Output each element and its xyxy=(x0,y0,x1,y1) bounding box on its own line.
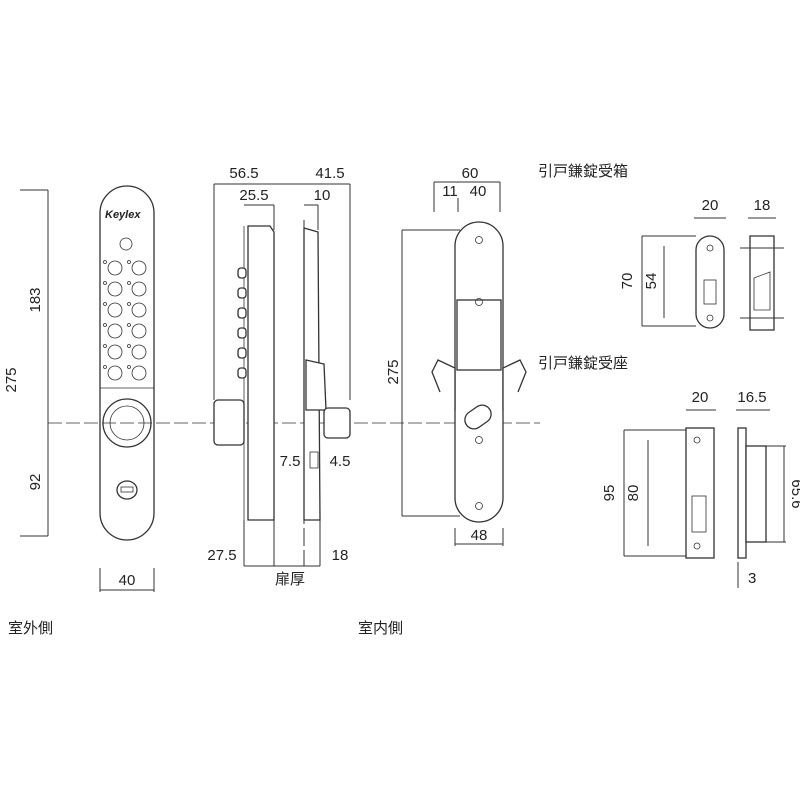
side-bottom-right-label: 18 xyxy=(332,547,349,564)
back-screws xyxy=(475,236,483,510)
back-top-a-label: 11 xyxy=(442,183,458,200)
door-thickness-label: 扉厚 xyxy=(275,570,305,588)
keypad xyxy=(103,260,147,381)
box-inner-label: 54 xyxy=(643,273,660,290)
side-right-inner-label: 10 xyxy=(314,187,331,204)
plate-front xyxy=(685,427,715,559)
back-thumbturn xyxy=(464,404,492,430)
back-view: 60 11 40 275 48 室内側 xyxy=(358,165,527,637)
plate-height-label: 95 xyxy=(601,485,618,502)
front-height-label: 275 xyxy=(3,367,20,392)
screw xyxy=(475,236,483,244)
side-key-bump xyxy=(237,347,247,359)
keypad-button xyxy=(107,260,123,276)
box-front xyxy=(695,235,725,329)
keypad-button xyxy=(131,281,147,297)
keypad-button xyxy=(131,260,147,276)
side-keypad-profile xyxy=(237,267,247,379)
plate-inner-label: 80 xyxy=(625,485,642,502)
outside-label: 室外側 xyxy=(8,619,53,637)
side-key-bump xyxy=(237,307,247,319)
side-key-bump xyxy=(237,267,247,279)
screw xyxy=(475,502,483,510)
front-width-label: 40 xyxy=(119,572,136,589)
side-left-inner-label: 25.5 xyxy=(239,187,268,204)
box-side xyxy=(749,235,775,331)
box-depth-label: 18 xyxy=(754,197,771,214)
key-cylinder-icon xyxy=(116,480,138,500)
back-plate xyxy=(454,221,504,523)
side-view: 56.5 25.5 41.5 10 7.5 4.5 27.5 xyxy=(207,165,351,588)
keypad-button xyxy=(107,323,123,339)
front-upper-label: 183 xyxy=(27,287,44,312)
side-right-depth-label: 41.5 xyxy=(315,165,344,182)
plate-side-label: 65.6 xyxy=(788,479,800,508)
keypad-button xyxy=(107,302,123,318)
strike-plate-view: 引戸鎌錠受座 20 16.5 95 80 65.6 3 xyxy=(538,354,800,588)
side-key-bump xyxy=(237,327,247,339)
side-key-bump xyxy=(237,287,247,299)
front-lower-label: 92 xyxy=(27,474,44,491)
side-bottom-left-label: 27.5 xyxy=(207,547,236,564)
back-top-b-label: 40 xyxy=(470,183,487,200)
side-outer-knob xyxy=(213,399,245,446)
box-width-label: 20 xyxy=(702,197,719,214)
box-height-label: 70 xyxy=(619,273,636,290)
side-inner-knob xyxy=(323,407,351,439)
plate-width-label: 20 xyxy=(692,389,709,406)
screw xyxy=(475,298,483,306)
keypad-button xyxy=(107,344,123,360)
back-top-width-label: 60 xyxy=(462,165,479,182)
keypad-button xyxy=(131,344,147,360)
side-left-depth-label: 56.5 xyxy=(229,165,258,182)
screw xyxy=(475,436,483,444)
side-mid-right-label: 4.5 xyxy=(330,453,351,470)
back-height-label: 275 xyxy=(385,359,402,384)
back-bottom-width-label: 48 xyxy=(471,527,488,544)
strike-plate-title: 引戸鎌錠受座 xyxy=(538,354,628,372)
keypad-button xyxy=(107,281,123,297)
side-outer-body xyxy=(247,225,275,521)
side-mid-left-label: 7.5 xyxy=(280,453,301,470)
top-indicator-icon xyxy=(119,237,133,251)
plate-thick-label: 3 xyxy=(748,570,756,587)
side-key-bump xyxy=(237,367,247,379)
inside-label: 室内側 xyxy=(358,619,403,637)
keypad-button xyxy=(131,302,147,318)
back-handle xyxy=(431,359,527,410)
brand-logo: Keylex xyxy=(105,209,141,221)
keypad-button xyxy=(107,365,123,381)
plate-depth-label: 16.5 xyxy=(737,389,766,406)
strike-box-view: 引戸鎌錠受箱 20 18 70 54 xyxy=(538,162,784,331)
keypad-button xyxy=(131,323,147,339)
strike-box-title: 引戸鎌錠受箱 xyxy=(538,162,628,180)
front-view: 275 183 92 Keylex 40 室外側 xyxy=(3,185,155,637)
keypad-button xyxy=(131,365,147,381)
plate-side xyxy=(737,427,747,559)
